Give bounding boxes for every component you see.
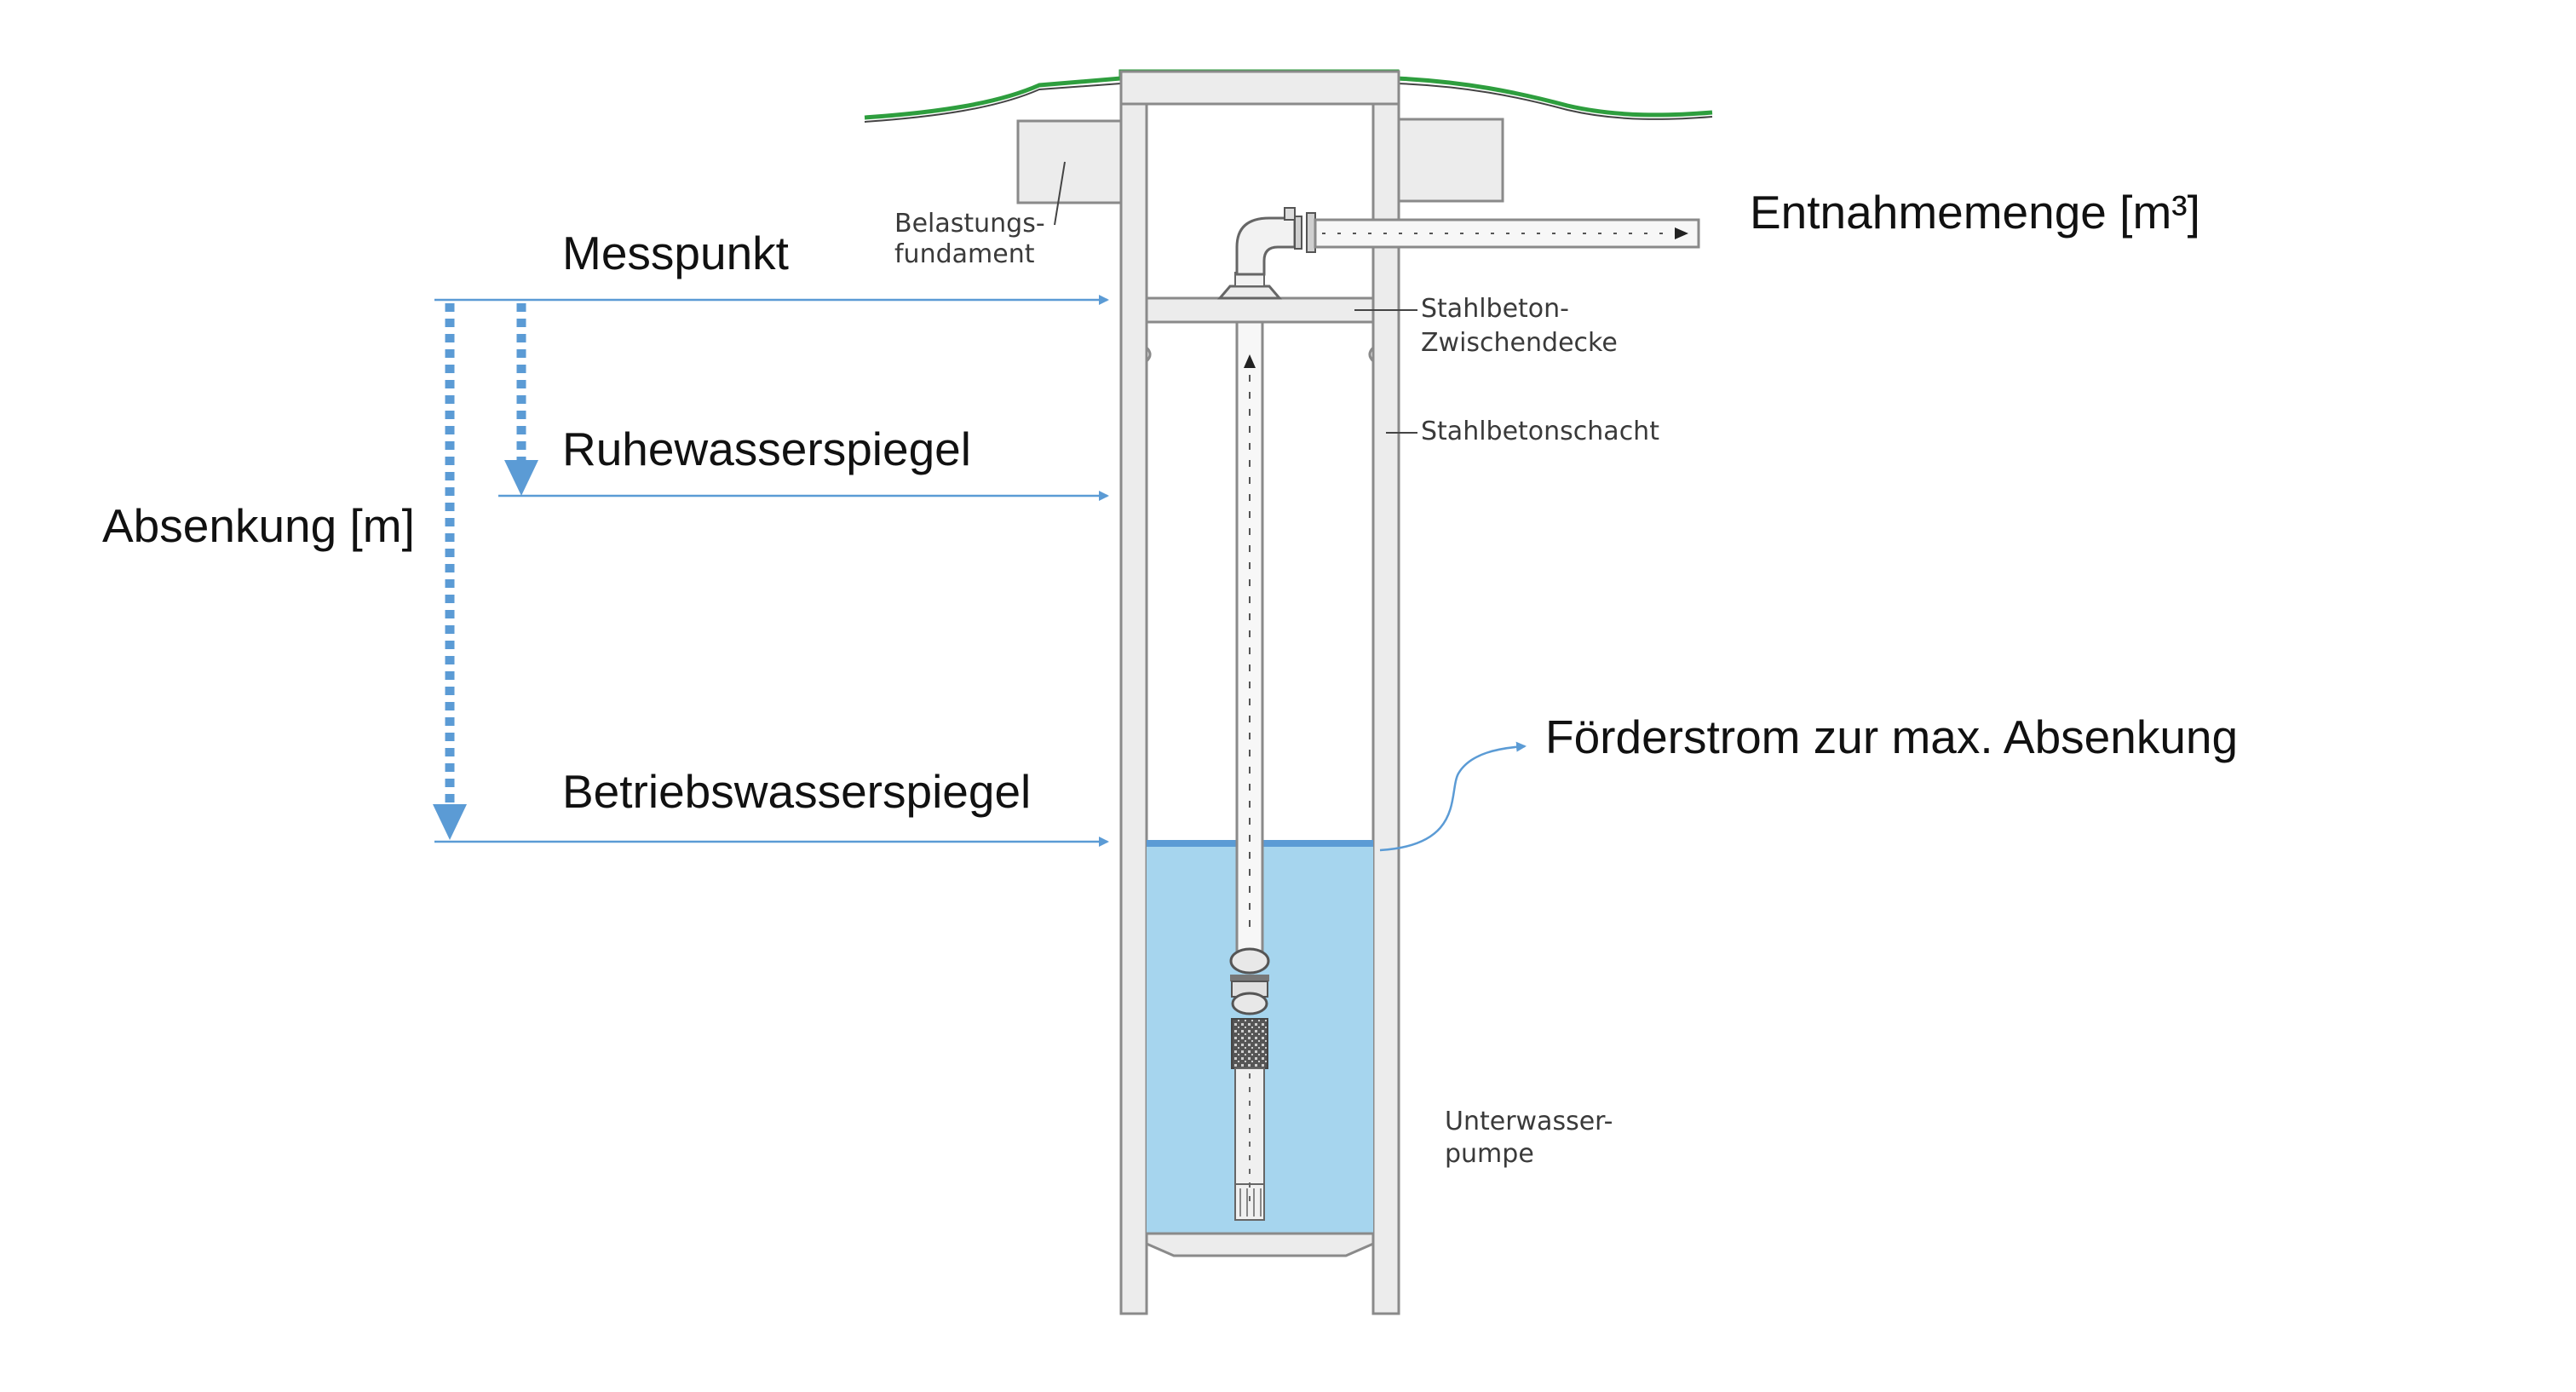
foundation-leader: [1054, 161, 1066, 226]
shaft-wall-right: [1371, 102, 1400, 1315]
zwischendecke-label-2: Zwischendecke: [1421, 328, 1618, 358]
absenkung-label: Absenkung [m]: [102, 499, 415, 552]
belastungsfundament-label-2: fundament: [894, 239, 1035, 269]
ruhewasserspiegel-label: Ruhewasserspiegel: [562, 423, 971, 475]
zwischendecke-label-1: Stahlbeton-: [1421, 294, 1569, 324]
entnahmemenge-label: Entnahmemenge [m³]: [1750, 186, 2200, 239]
belastungsfundament-label-1: Belastungs-: [894, 209, 1045, 239]
riser-pipe: [1235, 320, 1264, 954]
pumpe-label-2: pumpe: [1445, 1139, 1534, 1169]
pumpe-label-1: Unterwasser-: [1445, 1107, 1613, 1136]
load-foundation-left: [1016, 119, 1124, 204]
stahlbetonschacht-label: Stahlbetonschacht: [1421, 417, 1659, 446]
intermediate-ceiling: [1145, 296, 1375, 324]
discharge-pipe-icon: [1216, 207, 1700, 300]
shaft-cover: [1119, 70, 1400, 106]
shaft-wall-left: [1119, 102, 1148, 1315]
ground-line: [864, 69, 1713, 123]
foerderstrom-leader: [1379, 741, 1527, 852]
submersible-pump-icon: [1229, 947, 1270, 1221]
shaft-floor: [1145, 1232, 1375, 1257]
messpunkt-label: Messpunkt: [562, 227, 789, 279]
foerderstrom-label: Förderstrom zur max. Absenkung: [1545, 710, 2238, 763]
load-foundation-right: [1397, 118, 1504, 203]
ruhewasserspiegel-depth-arrow: [504, 303, 538, 496]
absenkung-depth-arrow: [433, 303, 467, 840]
betriebswasserspiegel-label: Betriebswasserspiegel: [562, 765, 1031, 818]
